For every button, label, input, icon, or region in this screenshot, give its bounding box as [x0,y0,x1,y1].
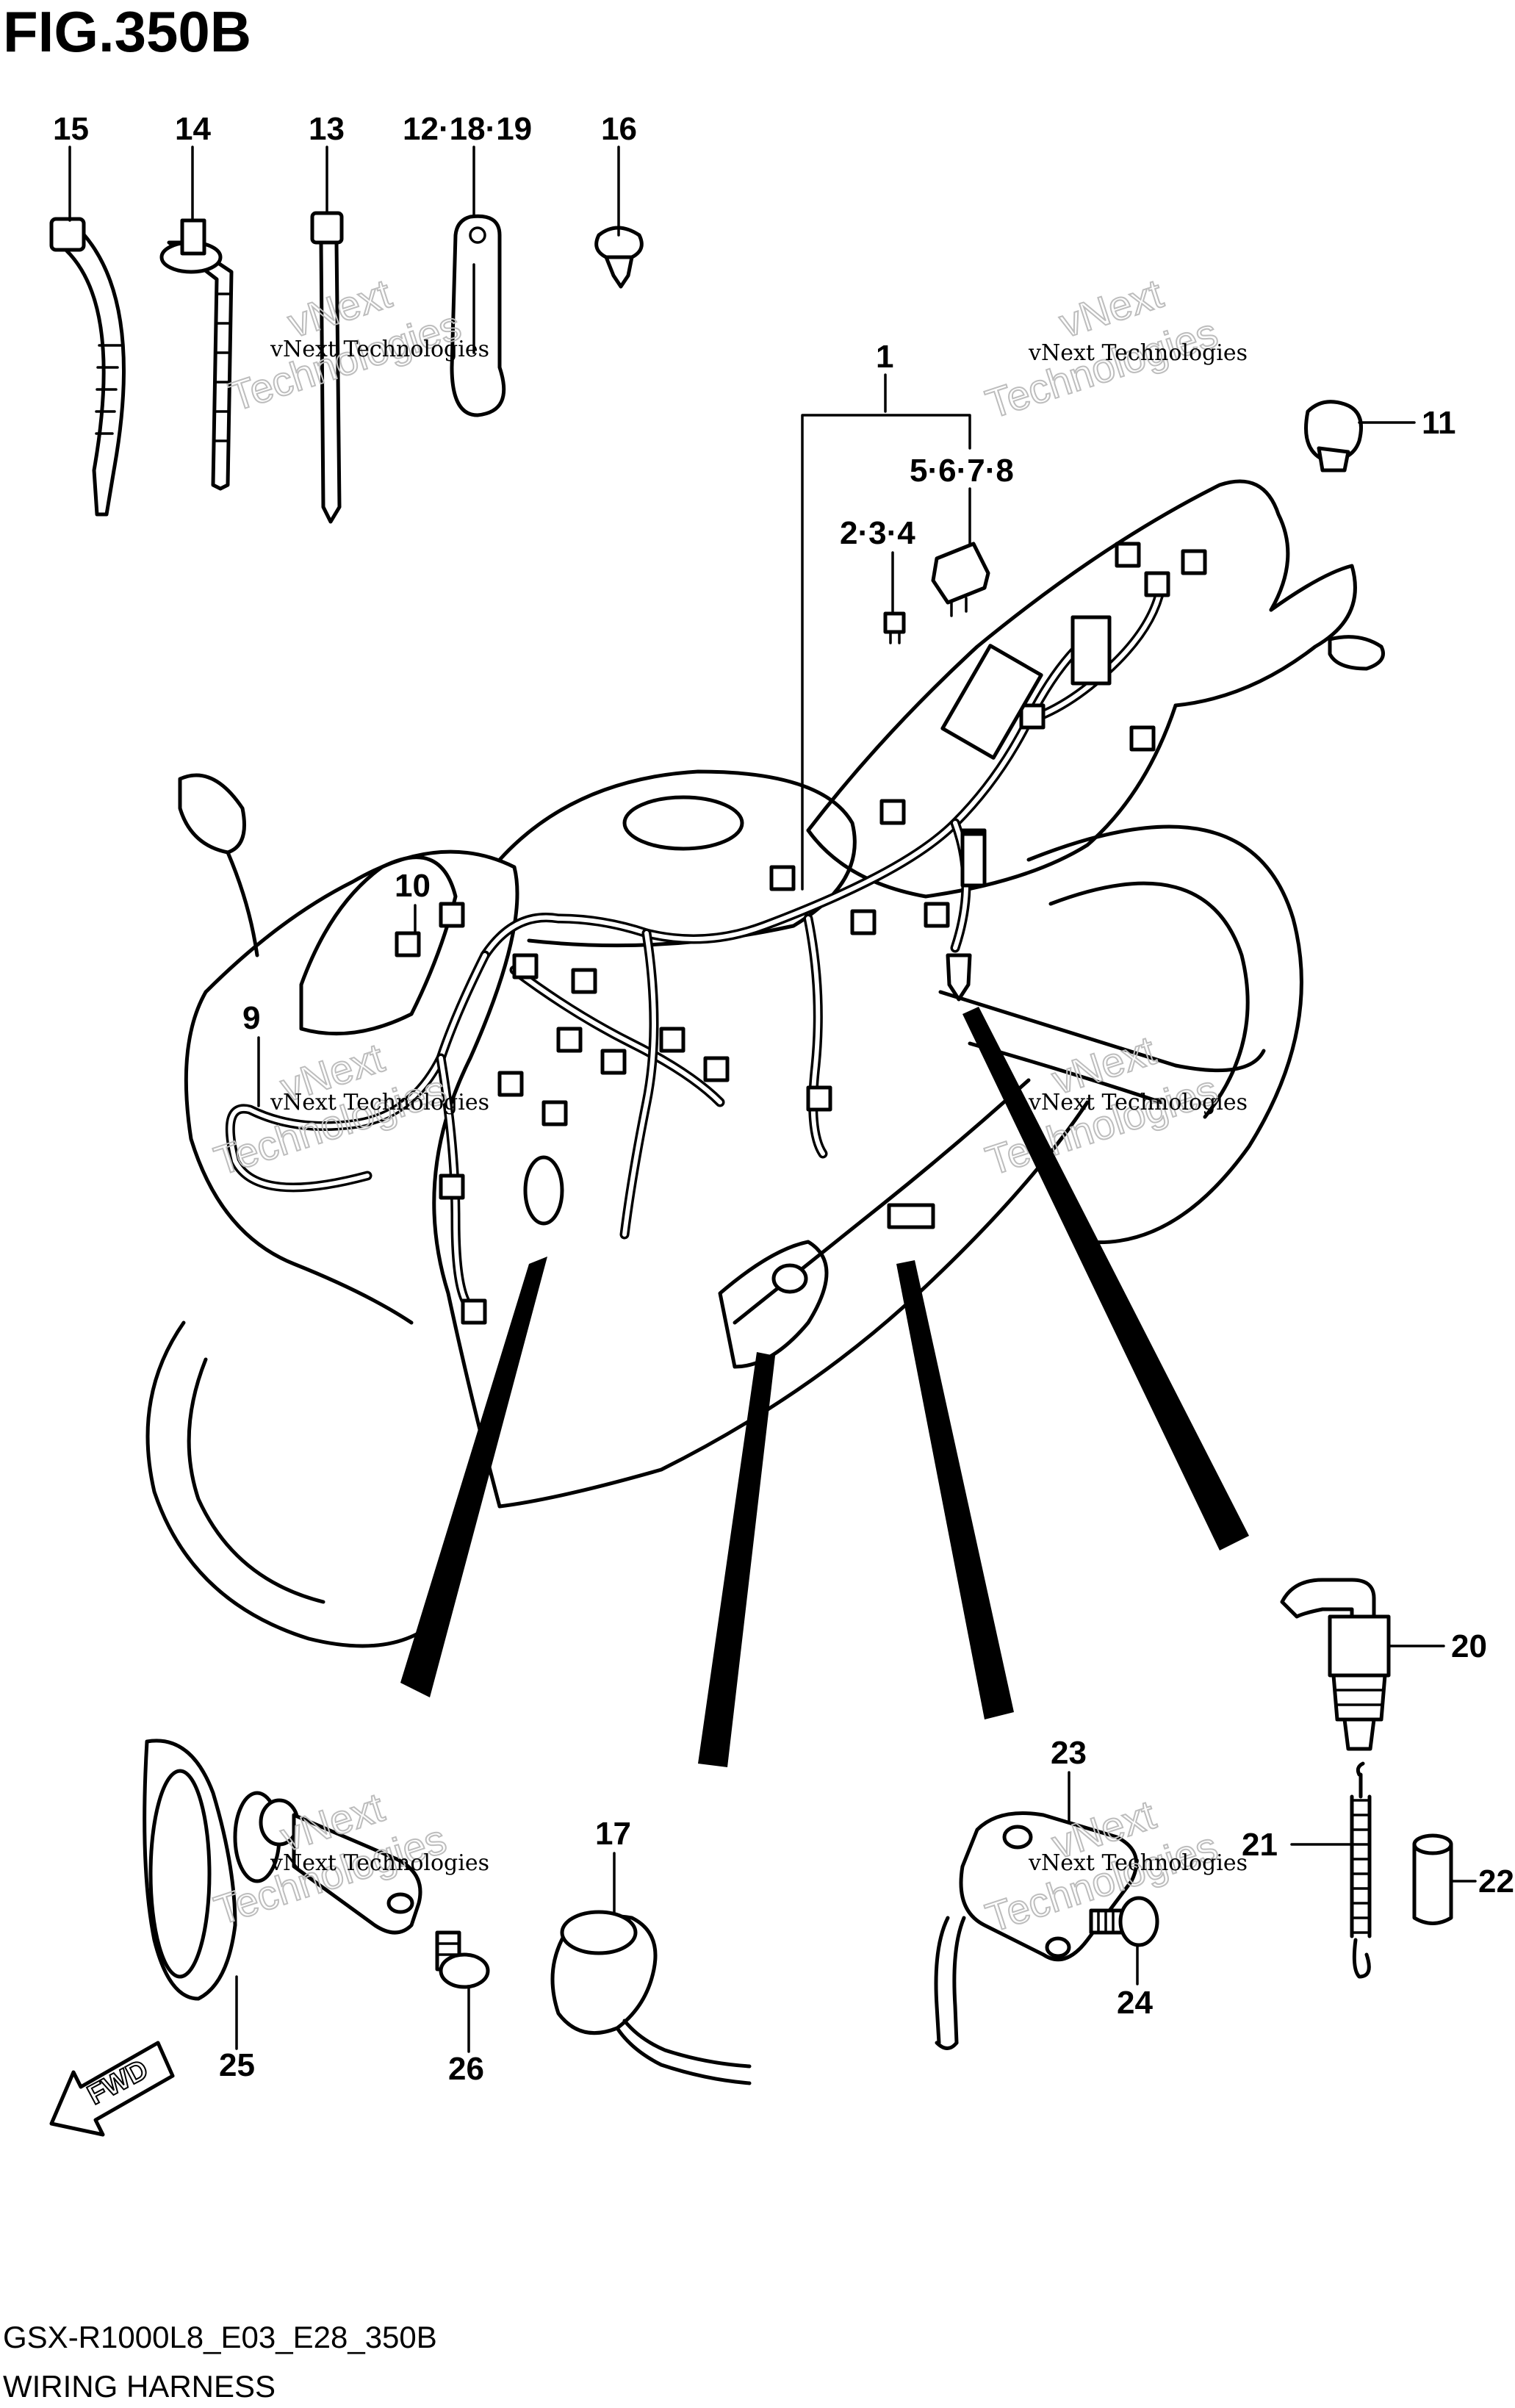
horn-25 [143,1739,422,2001]
callout-21: 21 [1242,1827,1278,1863]
pointer-to-switch-23 [896,1260,1014,1719]
callout-16: 16 [601,111,637,147]
neutral-switch-20 [1280,1578,1391,1751]
callout-5-6-7-8: 5·6·7·8 [910,453,1014,489]
callout-14: 14 [175,111,211,147]
svg-text:vNext Technologies: vNext Technologies [270,1090,489,1115]
callout-12-18-19: 12·18·19 [403,111,532,147]
svg-text:vNext Technologies: vNext Technologies [270,337,489,362]
main-wiring-harness [225,542,1207,1325]
sensor-17 [550,1910,752,2085]
motorcycle-outline [145,479,1385,1648]
callout-15: 15 [53,111,89,147]
pointer-to-horn [400,1257,547,1697]
cable-tie-15 [49,217,126,517]
pointer-to-switch-20 [962,1007,1249,1550]
push-clip-16 [594,226,644,289]
harness-clamp-12 [450,214,506,417]
fwd-arrow-icon: FWD [49,2041,175,2137]
callout-2-3-4: 2·3·4 [840,515,915,551]
callout-10: 10 [395,868,431,904]
figure-title: FIG.350B [3,0,251,64]
bolt-24 [1089,1896,1159,1947]
spring-21 [1350,1761,1372,1979]
callout-17: 17 [595,1816,631,1852]
watermark-top-right: vNext Technologies vNext Technologies [979,269,1248,428]
figure-caption: WIRING HARNESS [3,2369,276,2404]
callout-25: 25 [219,2047,255,2083]
fuse-2-3-4 [883,611,906,644]
pin-22 [1412,1833,1453,1925]
model-code: GSX-R1000L8_E03_E28_350B [3,2320,437,2354]
clip-tie-14 [159,218,234,491]
callout-23: 23 [1051,1735,1087,1771]
callout-20: 20 [1451,1628,1487,1664]
pointer-to-sensor-17 [698,1352,775,1767]
relay-5-6-7-8 [931,542,990,617]
callout-11: 11 [1422,405,1456,441]
bolt-26 [435,1930,490,1989]
callout-1: 1 [876,339,893,375]
callout-13: 13 [309,111,345,147]
svg-text:vNext Technologies: vNext Technologies [1028,1090,1248,1115]
harness-clip-11 [1304,400,1363,472]
callout-9: 9 [242,1000,260,1036]
watermark-top-left: vNext Technologies vNext Technologies [223,269,489,420]
svg-text:vNext Technologies: vNext Technologies [1028,1850,1248,1876]
callout-24: 24 [1117,1985,1153,2021]
svg-text:vNext Technologies: vNext Technologies [1028,340,1248,366]
callout-26: 26 [448,2051,484,2087]
callout-22: 22 [1478,1863,1514,1900]
svg-text:vNext Technologies: vNext Technologies [270,1850,489,1876]
